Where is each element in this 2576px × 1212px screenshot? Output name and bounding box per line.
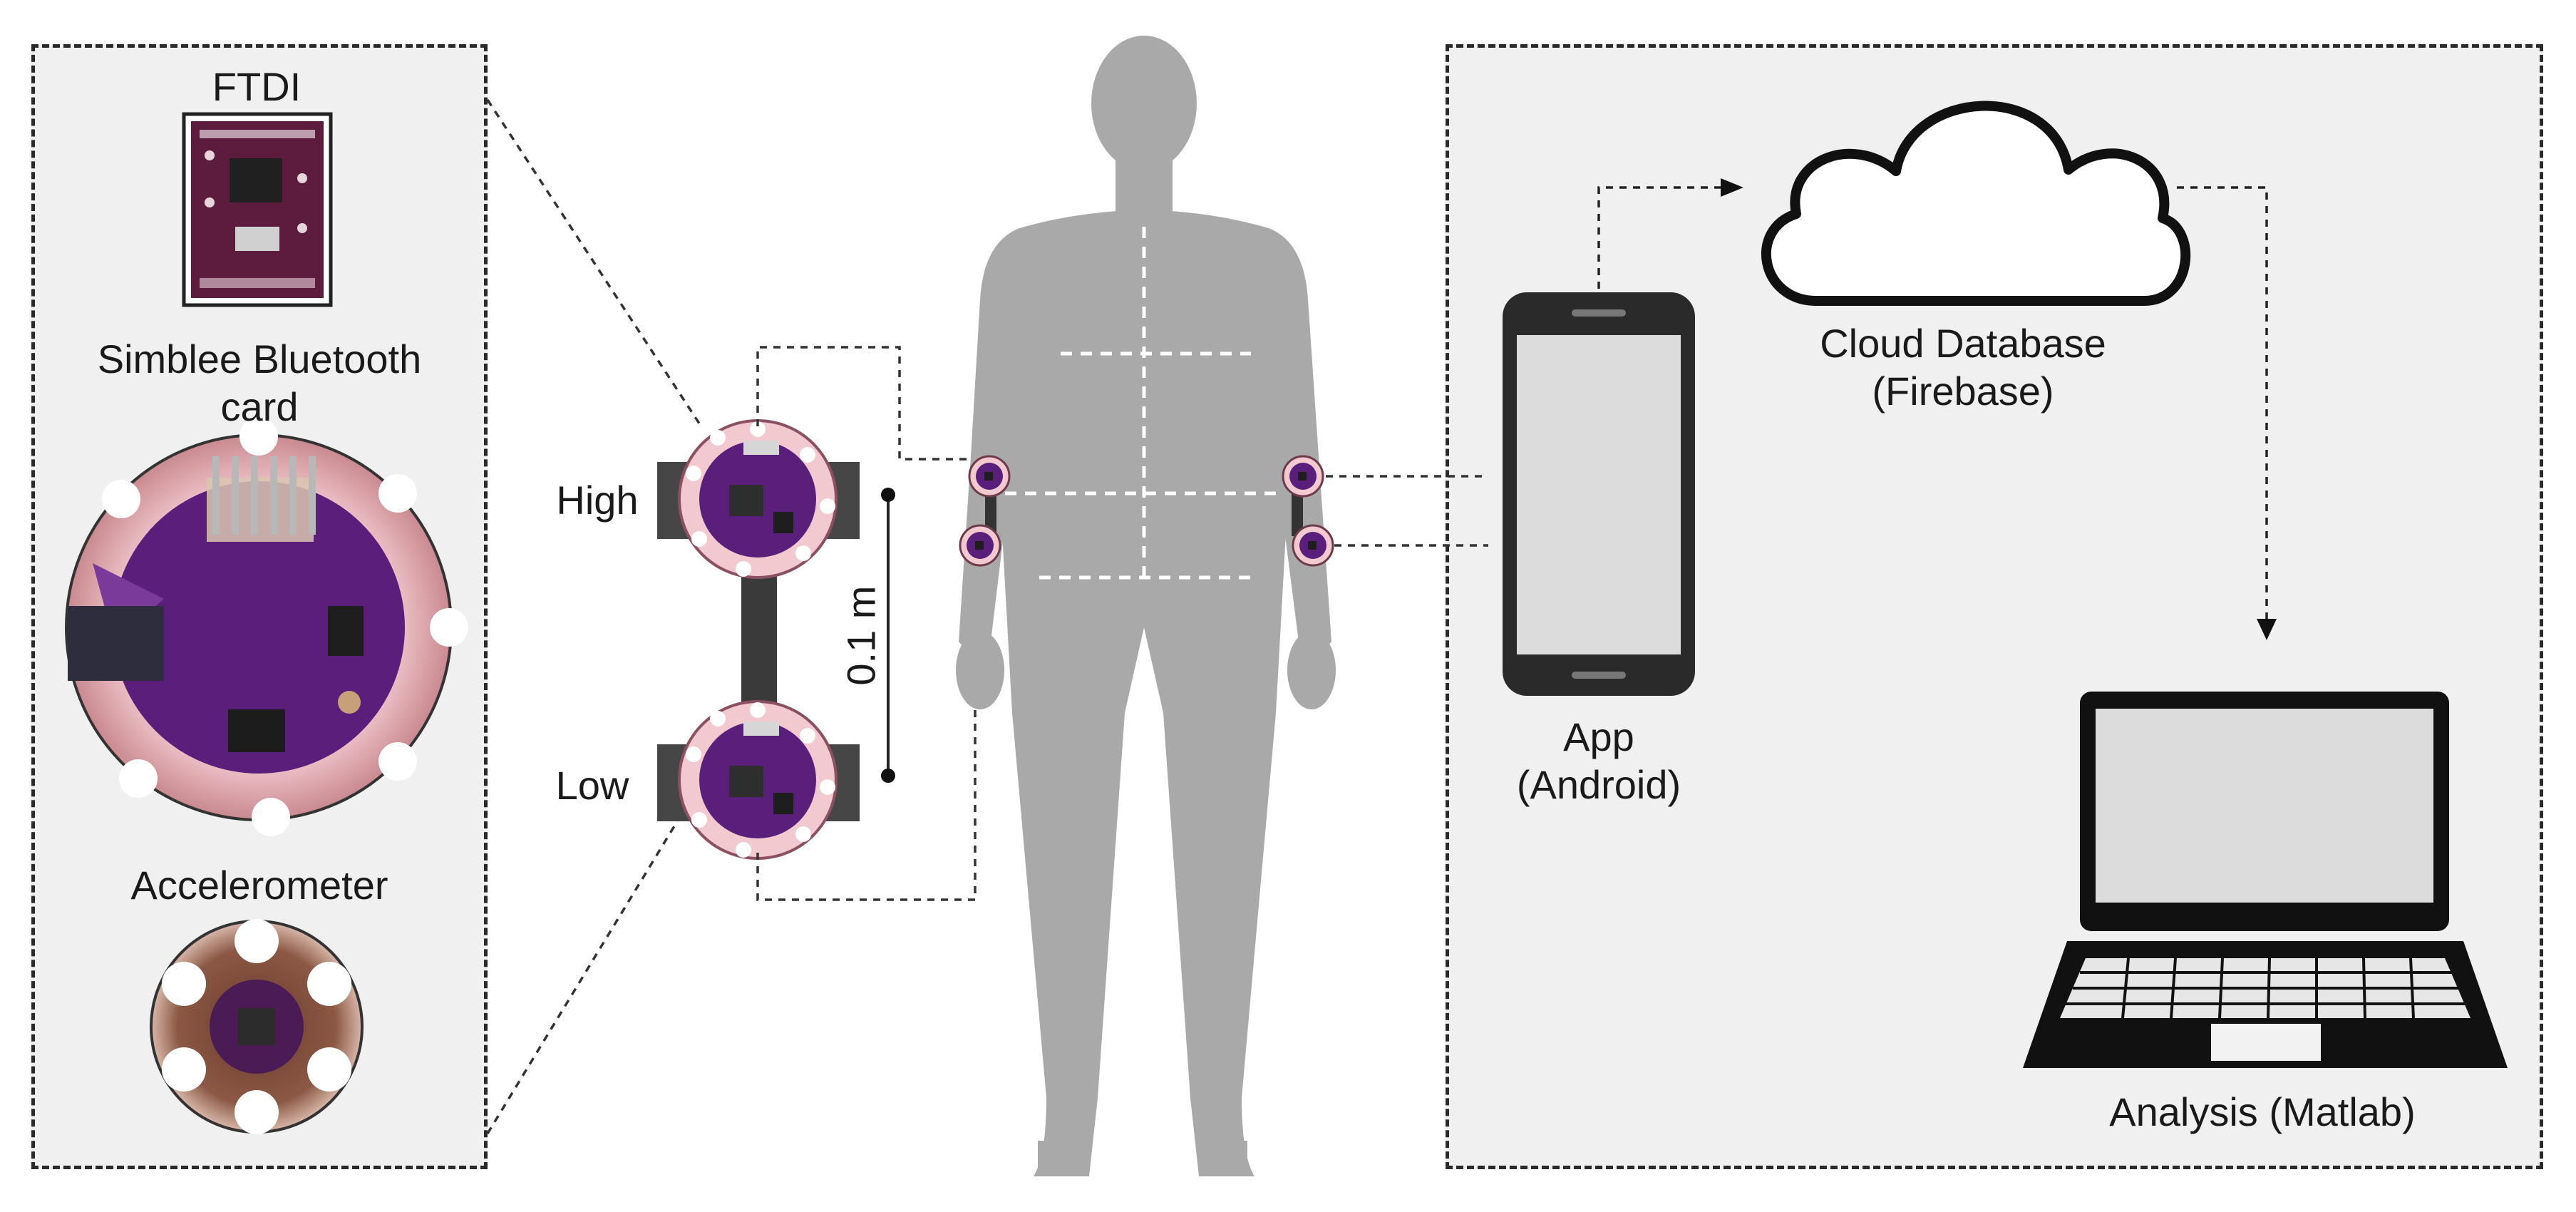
app-label: App (Android) (1516, 714, 1681, 808)
cloud-label: Cloud Database (Firebase) (1820, 321, 2106, 414)
high-label: High (556, 478, 639, 523)
download-arrowhead (2257, 619, 2277, 640)
bluetooth-links (1326, 475, 1488, 547)
human-silhouette-icon (956, 36, 1336, 1176)
laptop-icon (2023, 692, 2508, 1068)
simblee-board-icon (65, 417, 468, 836)
analysis-label: Analysis (Matlab) (2109, 1089, 2416, 1134)
ftdi-board-icon (182, 112, 333, 307)
mount-connectors (756, 346, 979, 901)
ftdi-label: FTDI (212, 64, 302, 109)
download-arrow (2177, 186, 2268, 619)
body-guides (1005, 227, 1276, 585)
accelerometer-board-icon (150, 919, 364, 1134)
smartphone-icon (1503, 292, 1695, 696)
accelerometer-label: Accelerometer (130, 863, 388, 908)
distance-dimension (881, 488, 895, 783)
distance-label: 0.1 m (838, 585, 884, 686)
zoom-lines (486, 99, 714, 1134)
upload-arrow (1597, 186, 1725, 289)
sensor-mount-icon (657, 419, 860, 860)
cloud-icon (1761, 101, 2191, 306)
simblee-label: Simblee Bluetooth card (97, 337, 422, 430)
arm-sensors (959, 455, 1334, 567)
upload-arrowhead (1721, 178, 1743, 197)
low-label: Low (555, 763, 629, 808)
